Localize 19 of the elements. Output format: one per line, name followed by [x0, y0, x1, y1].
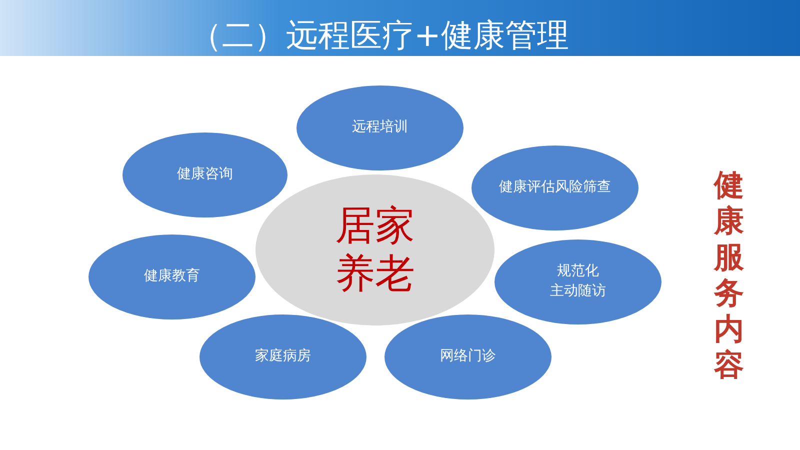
- service-ellipse: [469, 143, 641, 233]
- side-label: 健康服务内容: [714, 168, 744, 384]
- service-label: 规范化: [556, 262, 600, 282]
- service-label: 健康教育: [143, 267, 201, 286]
- service-label: 健康评估风险筛查: [498, 178, 612, 198]
- service-ellipse: [86, 232, 258, 322]
- service-ellipse: [120, 130, 290, 220]
- service-label: 家庭病房: [254, 347, 312, 366]
- center-ellipse: [253, 172, 497, 328]
- service-label: 健康咨询: [176, 165, 234, 184]
- service-ellipse: [197, 312, 369, 402]
- service-ellipse: [492, 237, 664, 327]
- service-ellipse: [382, 312, 554, 402]
- service-label: 远程培训: [351, 118, 409, 138]
- center-label: 居家养老: [334, 202, 416, 298]
- service-label: 主动随访: [549, 282, 607, 301]
- service-label: 网络门诊: [439, 347, 497, 366]
- service-ellipse: [294, 83, 466, 173]
- title: （二）远程医疗+健康管理: [190, 15, 569, 56]
